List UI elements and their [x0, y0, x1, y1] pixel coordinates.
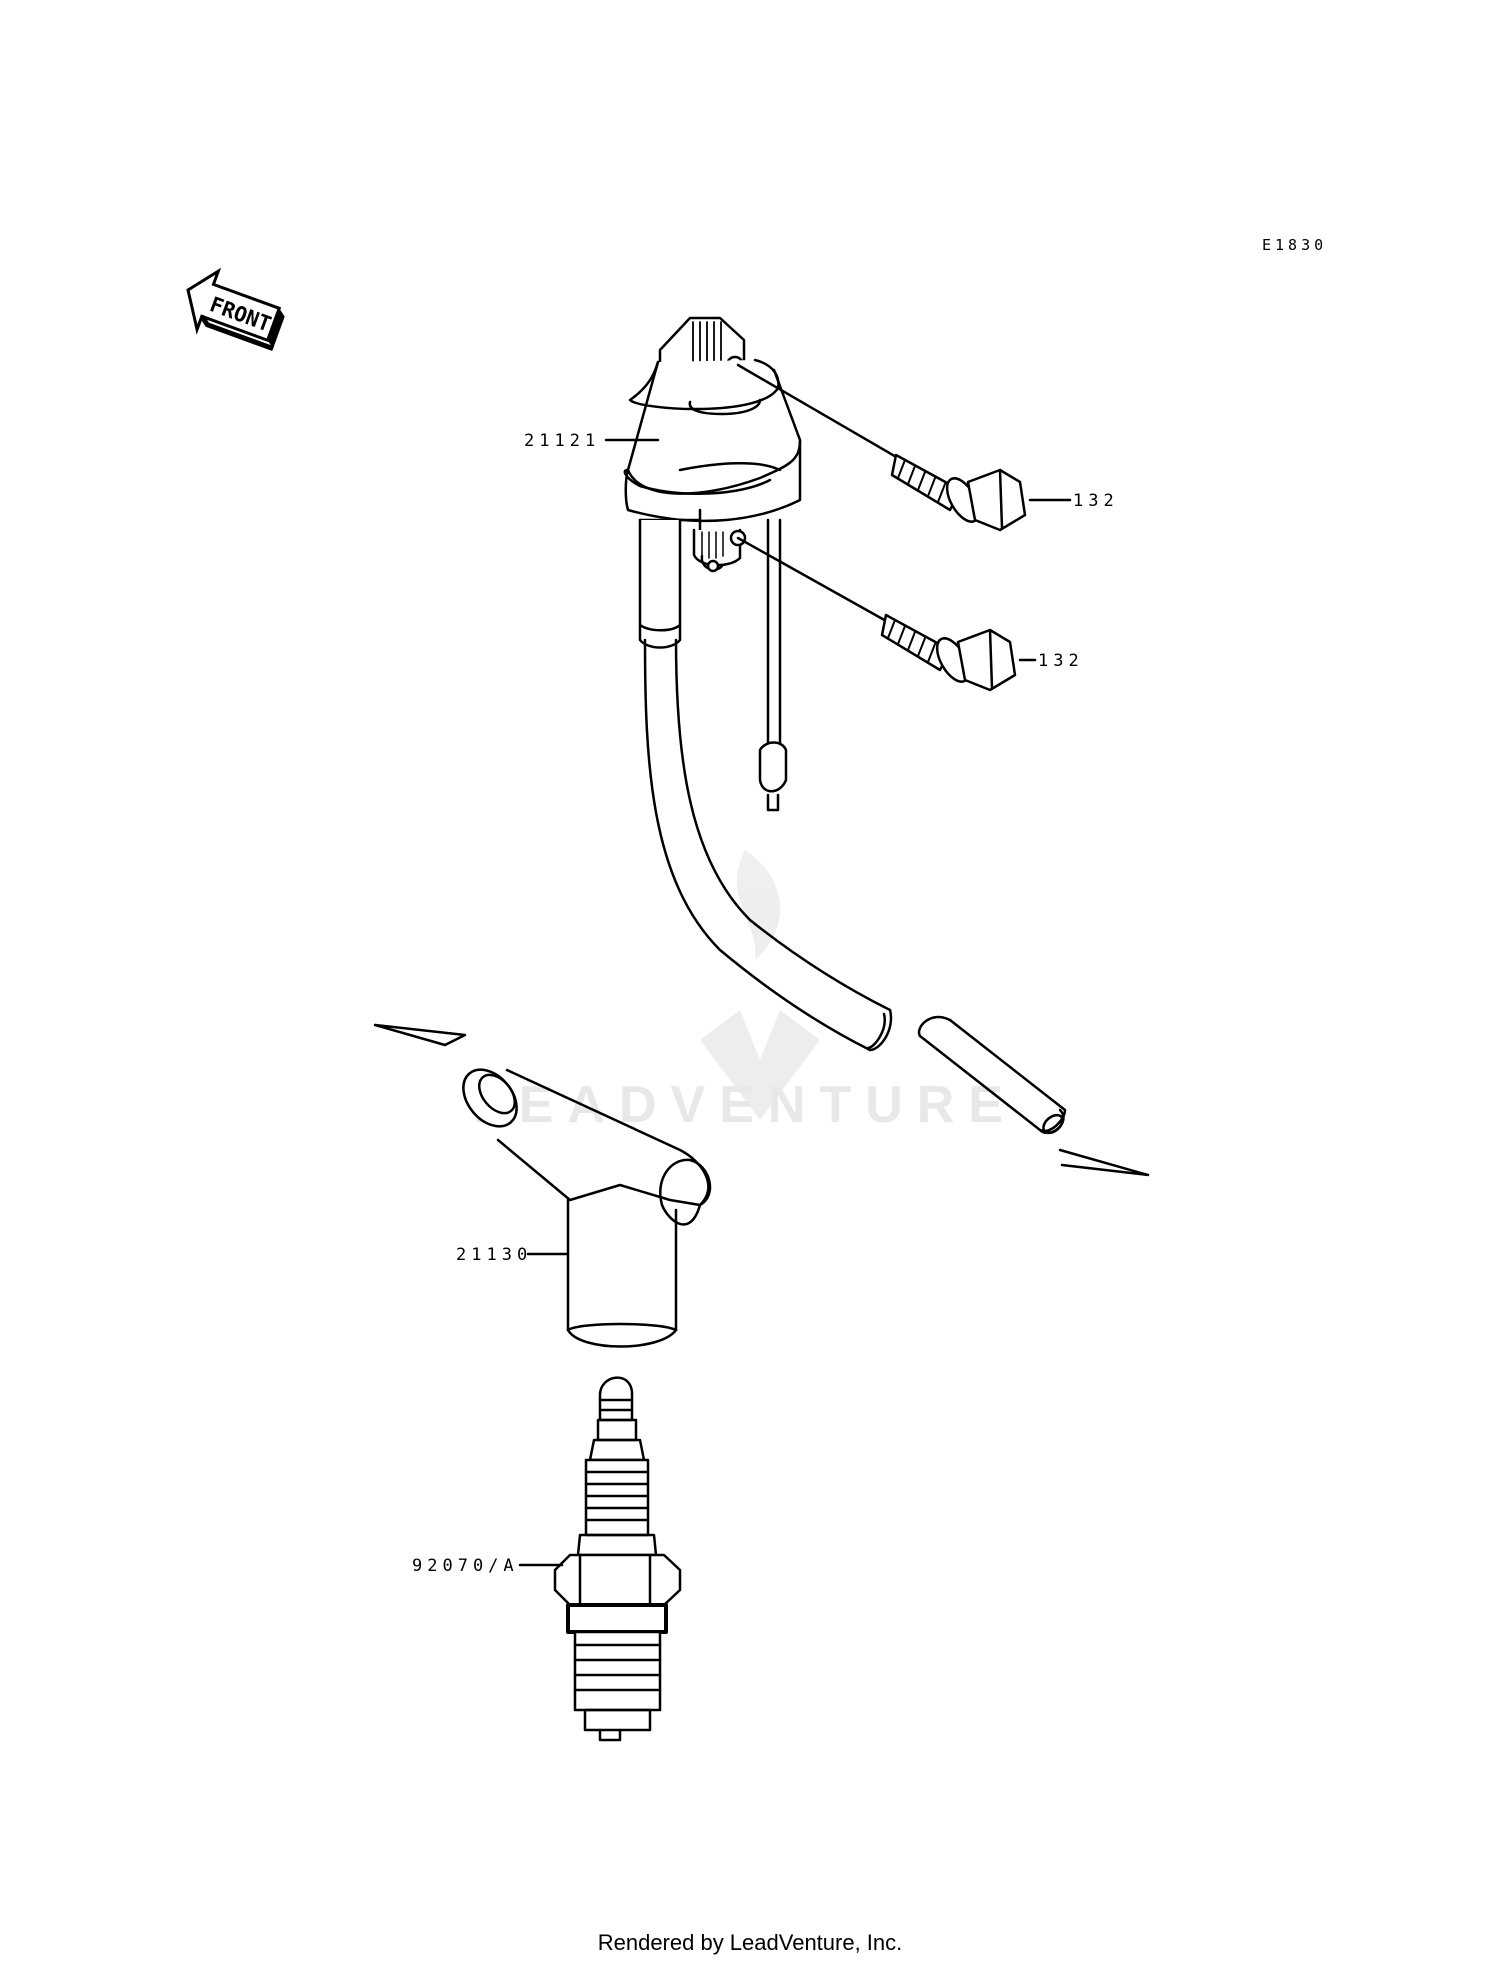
axis-arrow-right — [1058, 1148, 1150, 1177]
plug-cap — [462, 1068, 712, 1348]
high-tension-lead — [638, 518, 1067, 1135]
axis-arrow-left — [373, 1023, 467, 1047]
front-arrow-icon: FRONT — [186, 267, 285, 351]
bolt-lower — [736, 536, 1037, 692]
spark-plug — [553, 1376, 682, 1742]
label-ignition-coil[interactable]: 21121 — [524, 431, 600, 451]
bolt-upper — [736, 363, 1072, 532]
label-spark-plug[interactable]: 92070/A — [412, 1556, 519, 1576]
diagram-code: E1830 — [1262, 236, 1327, 254]
watermark-text: LEADVENTURE — [473, 1076, 1017, 1134]
label-bolt-lower[interactable]: 132 — [1038, 651, 1084, 671]
footer-credit: Rendered by LeadVenture, Inc. — [597, 1930, 903, 1955]
label-plug-cap[interactable]: 21130 — [456, 1245, 532, 1265]
watermark: LEADVENTURE — [473, 850, 1017, 1134]
label-bolt-upper[interactable]: 132 — [1073, 491, 1119, 511]
ignition-coil — [623, 316, 802, 812]
